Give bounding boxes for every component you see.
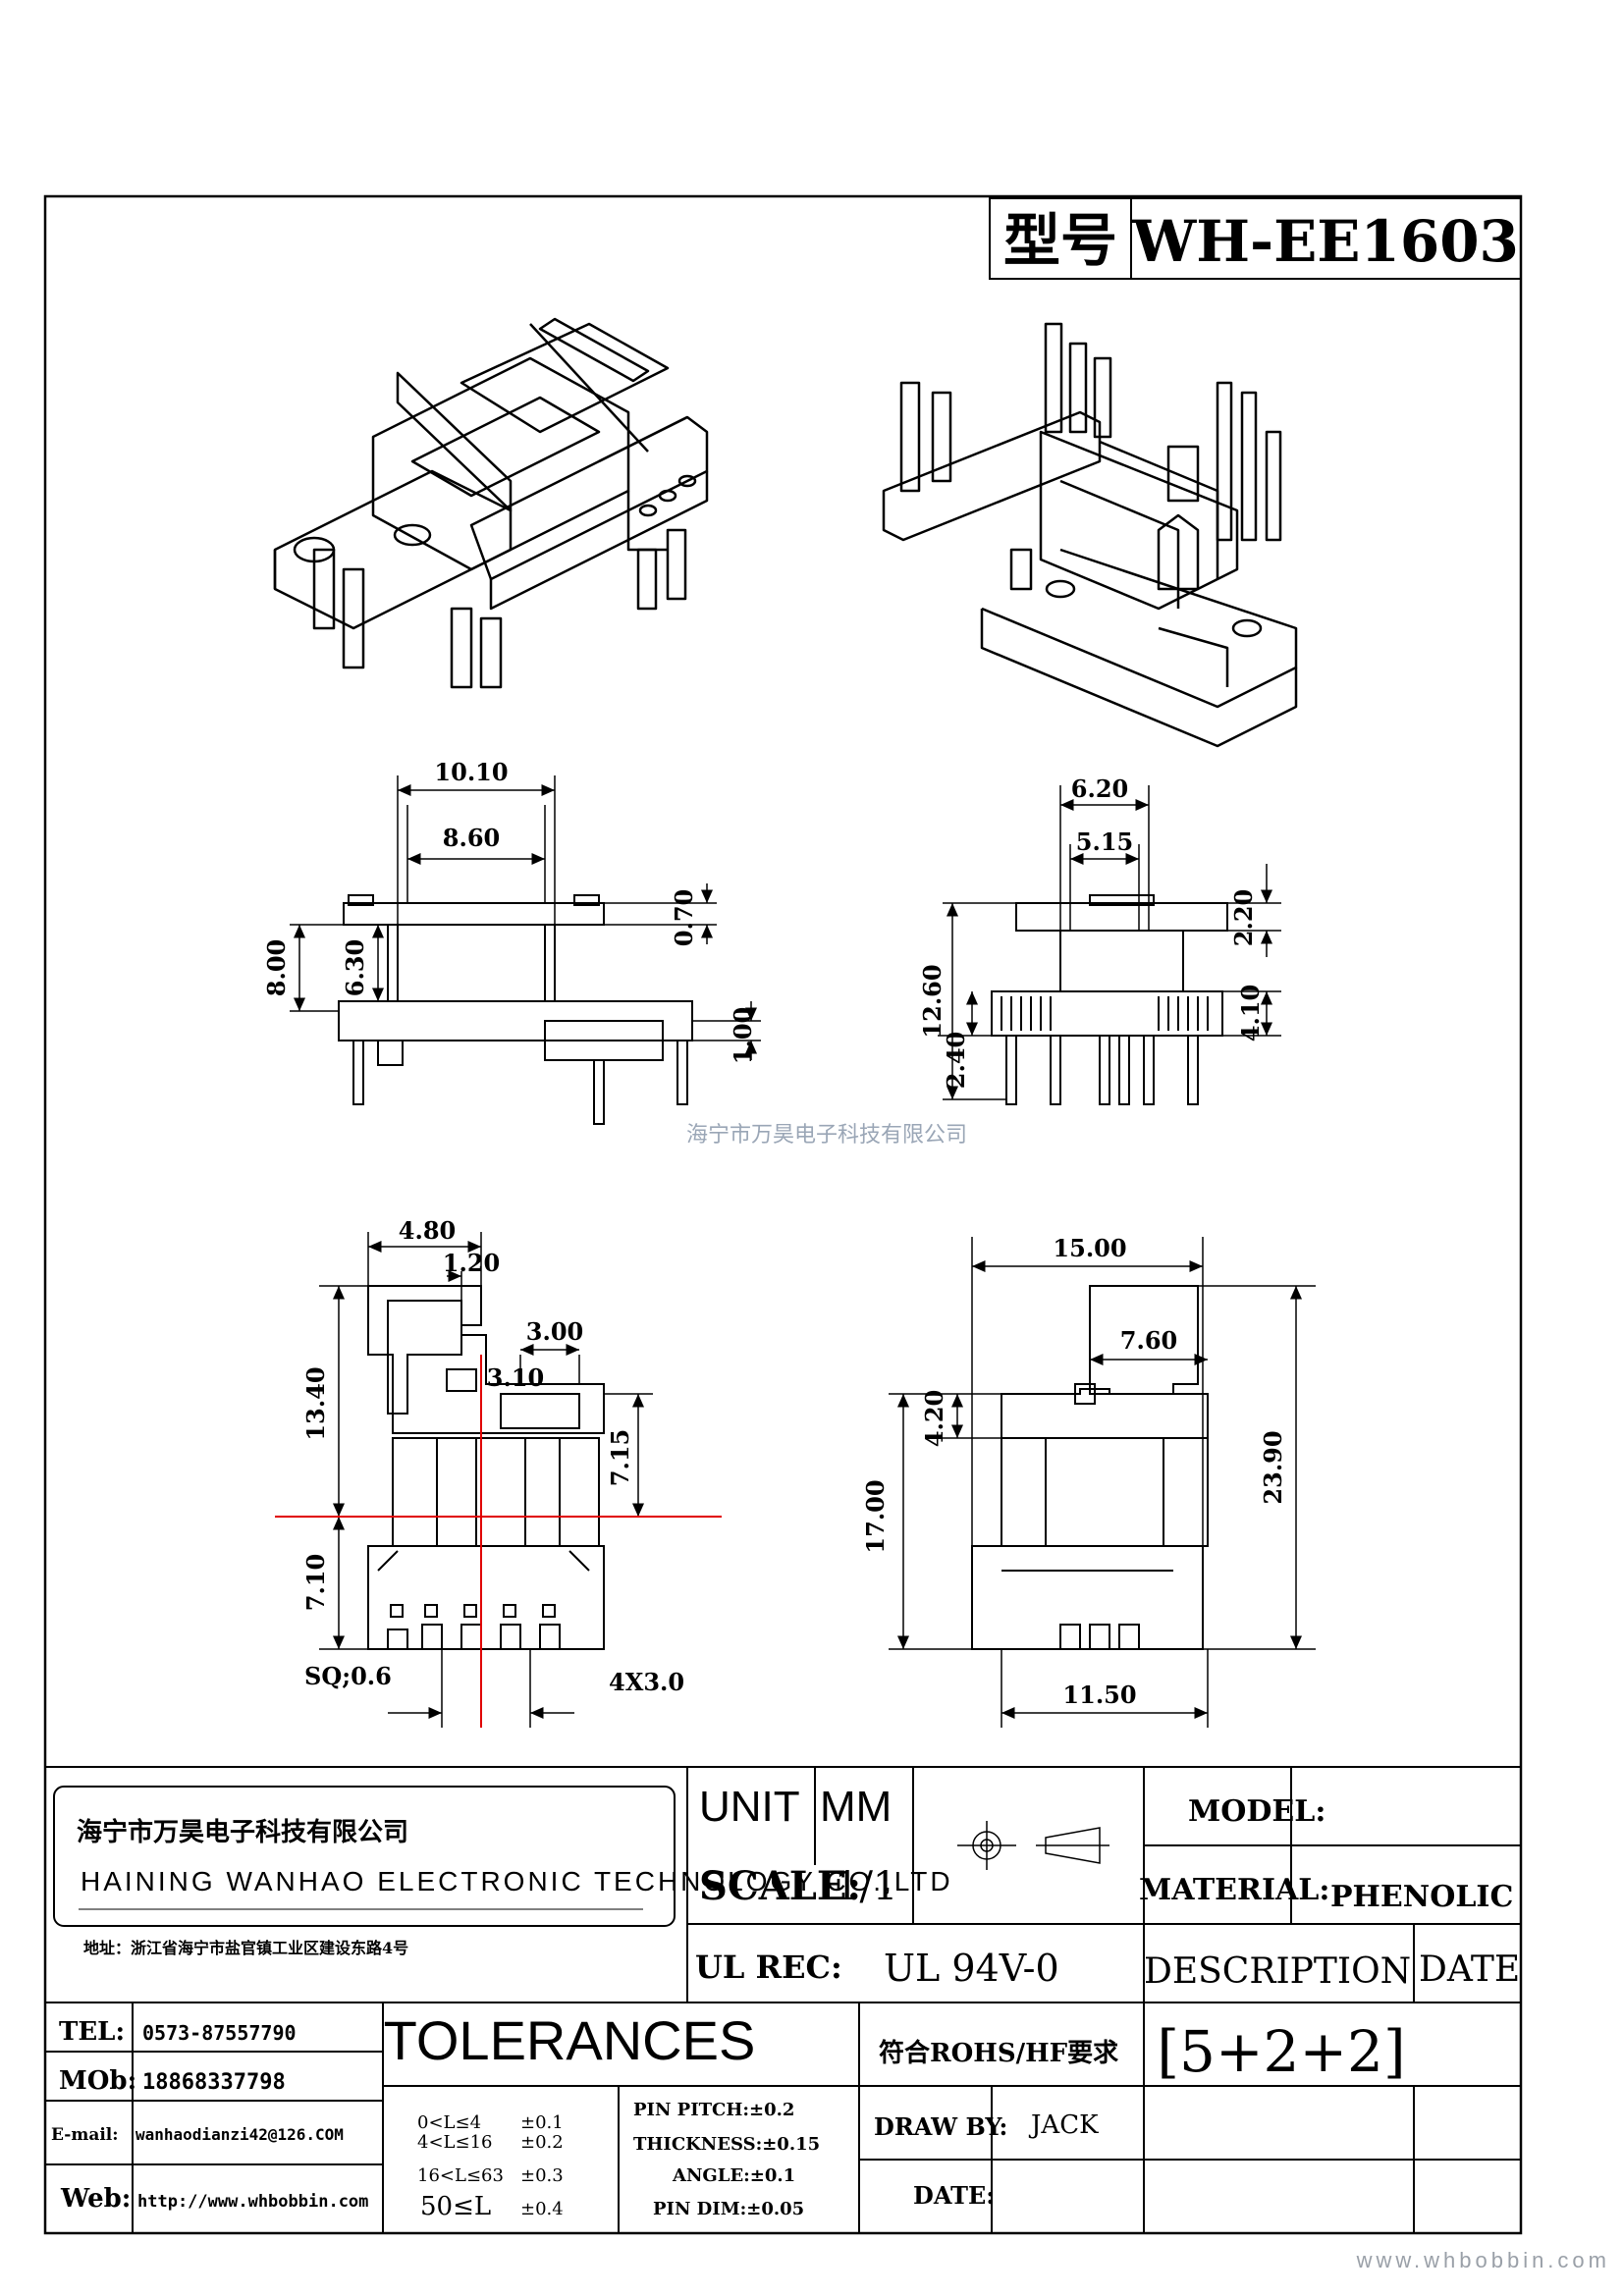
- iso-view-right: [882, 322, 1298, 748]
- projection-symbol: [957, 1821, 1109, 1870]
- dim-side-base: 4.10: [1236, 985, 1265, 1041]
- side-view: [938, 785, 1281, 1105]
- bottom-view-right: [889, 1237, 1316, 1728]
- dim-side-inner: 5.15: [1076, 828, 1133, 856]
- tol-thickness: THICKNESS:±0.15: [633, 2134, 820, 2155]
- dim-br-width: 15.00: [1053, 1234, 1126, 1262]
- tol-angle: ANGLE:±0.1: [672, 2165, 795, 2186]
- mob-value: 18868337798: [142, 2070, 286, 2095]
- dim-front-height: 8.00: [262, 939, 291, 996]
- front-view: [290, 775, 761, 1125]
- dim-bl-step2: 3.10: [487, 1363, 544, 1392]
- tol-range-4: 50≤L: [420, 2192, 491, 2221]
- company-name-en: HAINING WANHAO ELECTRONIC TECHNOLOGY CO.…: [81, 1866, 953, 1896]
- description-label: DESCRIPTION: [1144, 1951, 1411, 1992]
- company-address: 地址：浙江省海宁市盐官镇工业区建设东路4号: [83, 1939, 408, 1957]
- tol-value-3: ±0.3: [520, 2165, 564, 2186]
- sheet-border: [43, 194, 1523, 2235]
- tol-range-2: 4<L≤16: [417, 2132, 492, 2153]
- model-field-label: MODEL:: [1188, 1794, 1325, 1829]
- model-number: WH-EE1603: [1131, 208, 1519, 275]
- tol-pin-dim: PIN DIM:±0.05: [653, 2199, 804, 2219]
- pin-configuration: [5+2+2]: [1157, 2018, 1405, 2085]
- side-view-dims: 6.20 5.15 2.20 12.60 2.40 4.10: [918, 774, 1265, 1089]
- iso-view-left: [273, 317, 709, 689]
- watermark-text: 海宁市万昊电子科技有限公司: [686, 1122, 967, 1147]
- model-label: 型号: [1003, 207, 1117, 274]
- dim-br-step: 7.60: [1120, 1326, 1177, 1355]
- dim-bl-step: 3.00: [526, 1317, 583, 1346]
- tol-value-4: ±0.4: [520, 2199, 564, 2219]
- date-field-label: DATE:: [913, 2181, 995, 2210]
- dim-bl-lower: 7.10: [301, 1554, 330, 1611]
- tel-value: 0573-87557790: [142, 2021, 297, 2045]
- mob-label: MOb:: [59, 2066, 136, 2096]
- tol-range-3: 16<L≤63: [417, 2165, 504, 2186]
- scale-value: 1/1: [835, 1864, 897, 1909]
- footer-url: www.whbobbin.com: [1356, 2248, 1610, 2272]
- dim-br-base: 11.50: [1062, 1681, 1136, 1709]
- scale-label: SCALE:: [699, 1863, 861, 1909]
- web-label: Web:: [60, 2184, 131, 2214]
- draw-by-value: JACK: [1028, 2110, 1099, 2140]
- dim-front-inner: 8.60: [443, 824, 500, 852]
- center-lines: [275, 1355, 722, 1728]
- title-block: [45, 1766, 1521, 2233]
- dim-br-height: 17.00: [861, 1479, 890, 1553]
- email-label: E-mail:: [51, 2125, 119, 2145]
- date-label: DATE: [1419, 1949, 1520, 1990]
- web-value: http://www.whbobbin.com: [137, 2192, 368, 2212]
- dim-br-flange: 4.20: [920, 1390, 948, 1447]
- tolerances-title: TOLERANCES: [384, 2009, 756, 2071]
- material-value: PHENOLIC: [1330, 1880, 1513, 1914]
- tol-value-2: ±0.2: [520, 2132, 564, 2153]
- model-header: 型号 WH-EE1603: [989, 197, 1522, 280]
- dim-front-width: 10.10: [434, 758, 508, 786]
- tol-range-1: 0<L≤4: [417, 2112, 481, 2133]
- ul-value: UL 94V-0: [884, 1947, 1059, 1990]
- dim-bl-slot: 1.20: [443, 1249, 500, 1277]
- tol-value-1: ±0.1: [520, 2112, 564, 2133]
- tel-label: TEL:: [59, 2017, 125, 2047]
- bottom-left-dims: 4.80 1.20 3.00 3.10 13.40 7.15 7.10 SQ;0…: [301, 1216, 684, 1696]
- email-value: wanhaodianzi42@126.COM: [135, 2125, 344, 2144]
- dim-bl-width: 4.80: [399, 1216, 456, 1245]
- dim-front-window: 6.30: [341, 939, 369, 996]
- material-label: MATERIAL:: [1139, 1873, 1329, 1907]
- tol-pin-pitch: PIN PITCH:±0.2: [633, 2100, 794, 2120]
- dim-side-width: 6.20: [1071, 774, 1128, 803]
- dim-bl-right: 7.15: [606, 1429, 634, 1486]
- dim-pin-pitch: 4X3.0: [609, 1668, 684, 1696]
- dim-pin-square: SQ;0.6: [304, 1662, 392, 1690]
- bottom-view-left: [319, 1232, 653, 1728]
- bottom-right-dims: 15.00 7.60 4.20 17.00 23.90 11.50: [861, 1234, 1287, 1709]
- company-name-cn: 海宁市万昊电子科技有限公司: [77, 1817, 408, 1847]
- ul-label: UL REC:: [695, 1949, 842, 1986]
- dim-side-flange: 2.20: [1229, 889, 1258, 946]
- unit-value: MM: [820, 1783, 892, 1831]
- dim-side-height: 12.60: [918, 964, 947, 1038]
- draw-by-label: DRAW BY:: [874, 2112, 1007, 2141]
- title-block-text: 海宁市万昊电子科技有限公司 HAINING WANHAO ELECTRONIC …: [51, 1783, 1520, 2221]
- dim-front-flange: 0.70: [670, 889, 698, 946]
- front-view-dims: 10.10 8.60 0.70 8.00 6.30 1.00: [262, 758, 757, 1064]
- dim-br-total: 23.90: [1259, 1430, 1287, 1504]
- dim-front-base: 1.00: [729, 1007, 757, 1064]
- rohs-compliance: 符合ROHS/HF要求: [879, 2038, 1118, 2068]
- dim-bl-upper: 13.40: [301, 1366, 330, 1440]
- dim-side-standoff: 2.40: [942, 1032, 970, 1089]
- unit-label: UNIT: [699, 1783, 800, 1831]
